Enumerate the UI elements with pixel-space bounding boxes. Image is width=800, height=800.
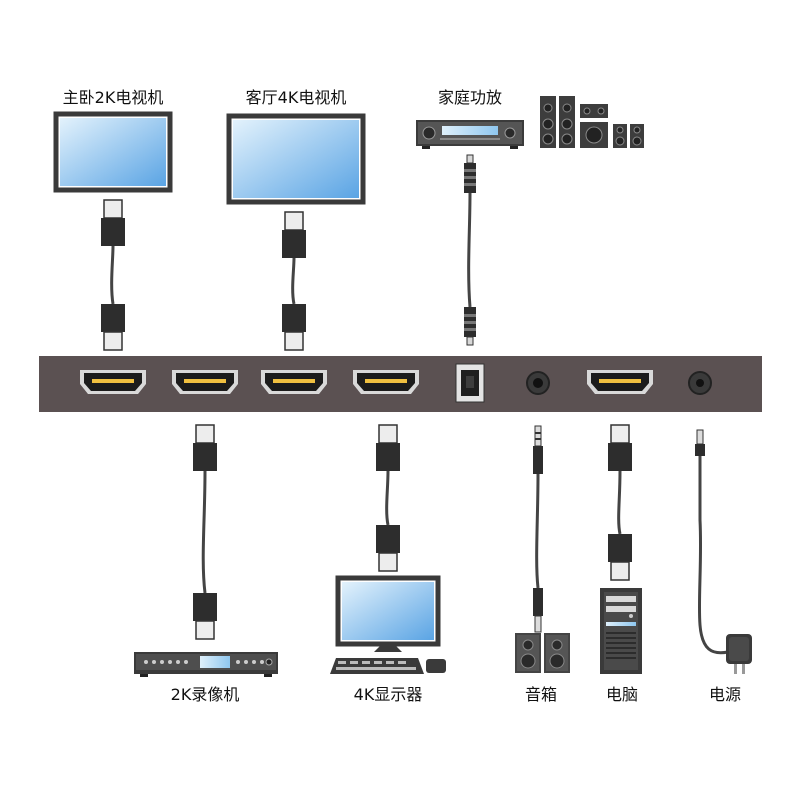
hdmi-port-in-computer: [587, 370, 653, 394]
label-power: 电源: [709, 685, 741, 704]
hdmi-cable-living-tv: [281, 211, 307, 351]
label-living-tv: 客厅4K电视机: [246, 88, 347, 107]
label-speakers: 音箱: [525, 685, 557, 704]
surround-speakers-icon: [540, 96, 644, 148]
hdmi-port-out-1: [80, 370, 146, 394]
label-master-tv: 主卧2K电视机: [63, 88, 164, 107]
hdmi-port-out-4: [353, 370, 419, 394]
hdmi-switch-panel: [39, 356, 762, 412]
optical-cable-amplifier: [463, 154, 477, 346]
computer-icon: [600, 588, 642, 674]
monitor-icon: [330, 575, 446, 674]
hdmi-port-out-2: [172, 370, 238, 394]
power-cable: [695, 429, 729, 655]
hdmi-cable-recorder: [192, 424, 218, 640]
speakers-icon: [514, 632, 571, 674]
hdmi-port-out-3: [261, 370, 327, 394]
label-monitor: 4K显示器: [354, 685, 423, 704]
living-tv-icon: [226, 113, 366, 205]
label-computer: 电脑: [606, 685, 638, 704]
power-adapter-icon: [726, 634, 752, 674]
audio-jack-icon: [526, 371, 550, 395]
amplifier-icon: [416, 120, 524, 149]
label-amplifier: 家庭功放: [438, 88, 502, 107]
hdmi-cable-monitor: [375, 424, 401, 572]
master-tv-icon: [53, 111, 173, 193]
dc-power-jack-icon: [688, 371, 712, 395]
hdmi-cable-computer: [607, 424, 633, 581]
hdmi-cable-master-tv: [100, 199, 126, 351]
audio-cable-speakers: [533, 425, 543, 633]
label-recorder: 2K录像机: [171, 685, 240, 704]
optical-port-icon: [455, 363, 485, 403]
recorder-icon: [134, 652, 278, 677]
